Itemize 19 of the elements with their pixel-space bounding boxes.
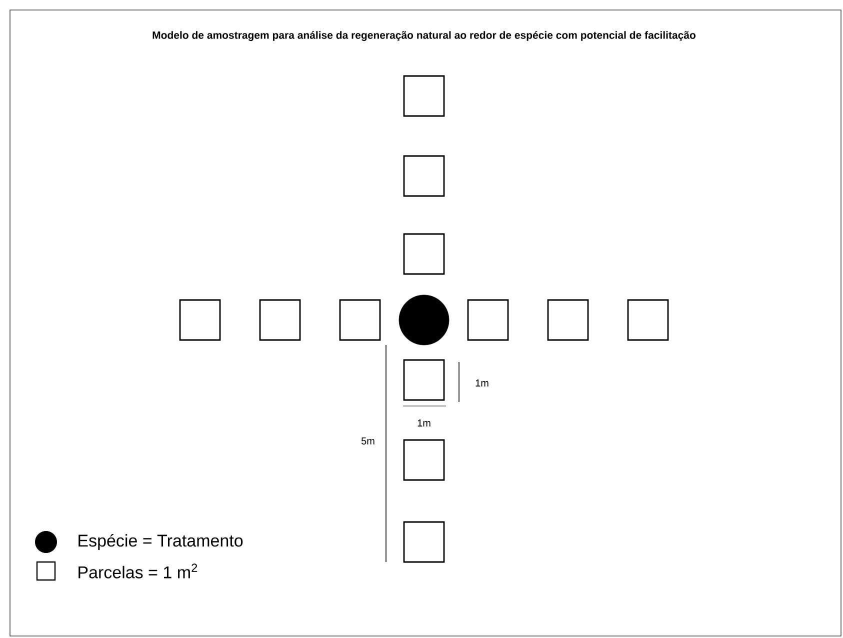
plot-square: [403, 155, 445, 197]
dimension-label: 5m: [361, 438, 374, 444]
plot-square: [403, 75, 445, 117]
legend-text: Espécie = Tratamento: [78, 534, 243, 550]
plot-square: [547, 299, 589, 341]
plot-square: [403, 359, 445, 401]
dimension-label: 1m: [476, 380, 488, 386]
plot-square: [403, 233, 445, 275]
plot-square: [259, 299, 301, 341]
plot-square: [179, 299, 221, 341]
legend-text: Parcelas = 1 m$^{2}$: [78, 564, 198, 578]
plot-square: [403, 521, 445, 563]
plot-square: [403, 439, 445, 481]
plot-square: [627, 299, 669, 341]
dimension-label: 1m: [418, 420, 430, 426]
title: Modelo de amostragem para análise da regeneração natural ao redor de espécie com potencial de facilitação: [152, 31, 696, 41]
plot-square: [339, 299, 381, 341]
species-circle: [398, 294, 450, 346]
plot-square: [467, 299, 509, 341]
